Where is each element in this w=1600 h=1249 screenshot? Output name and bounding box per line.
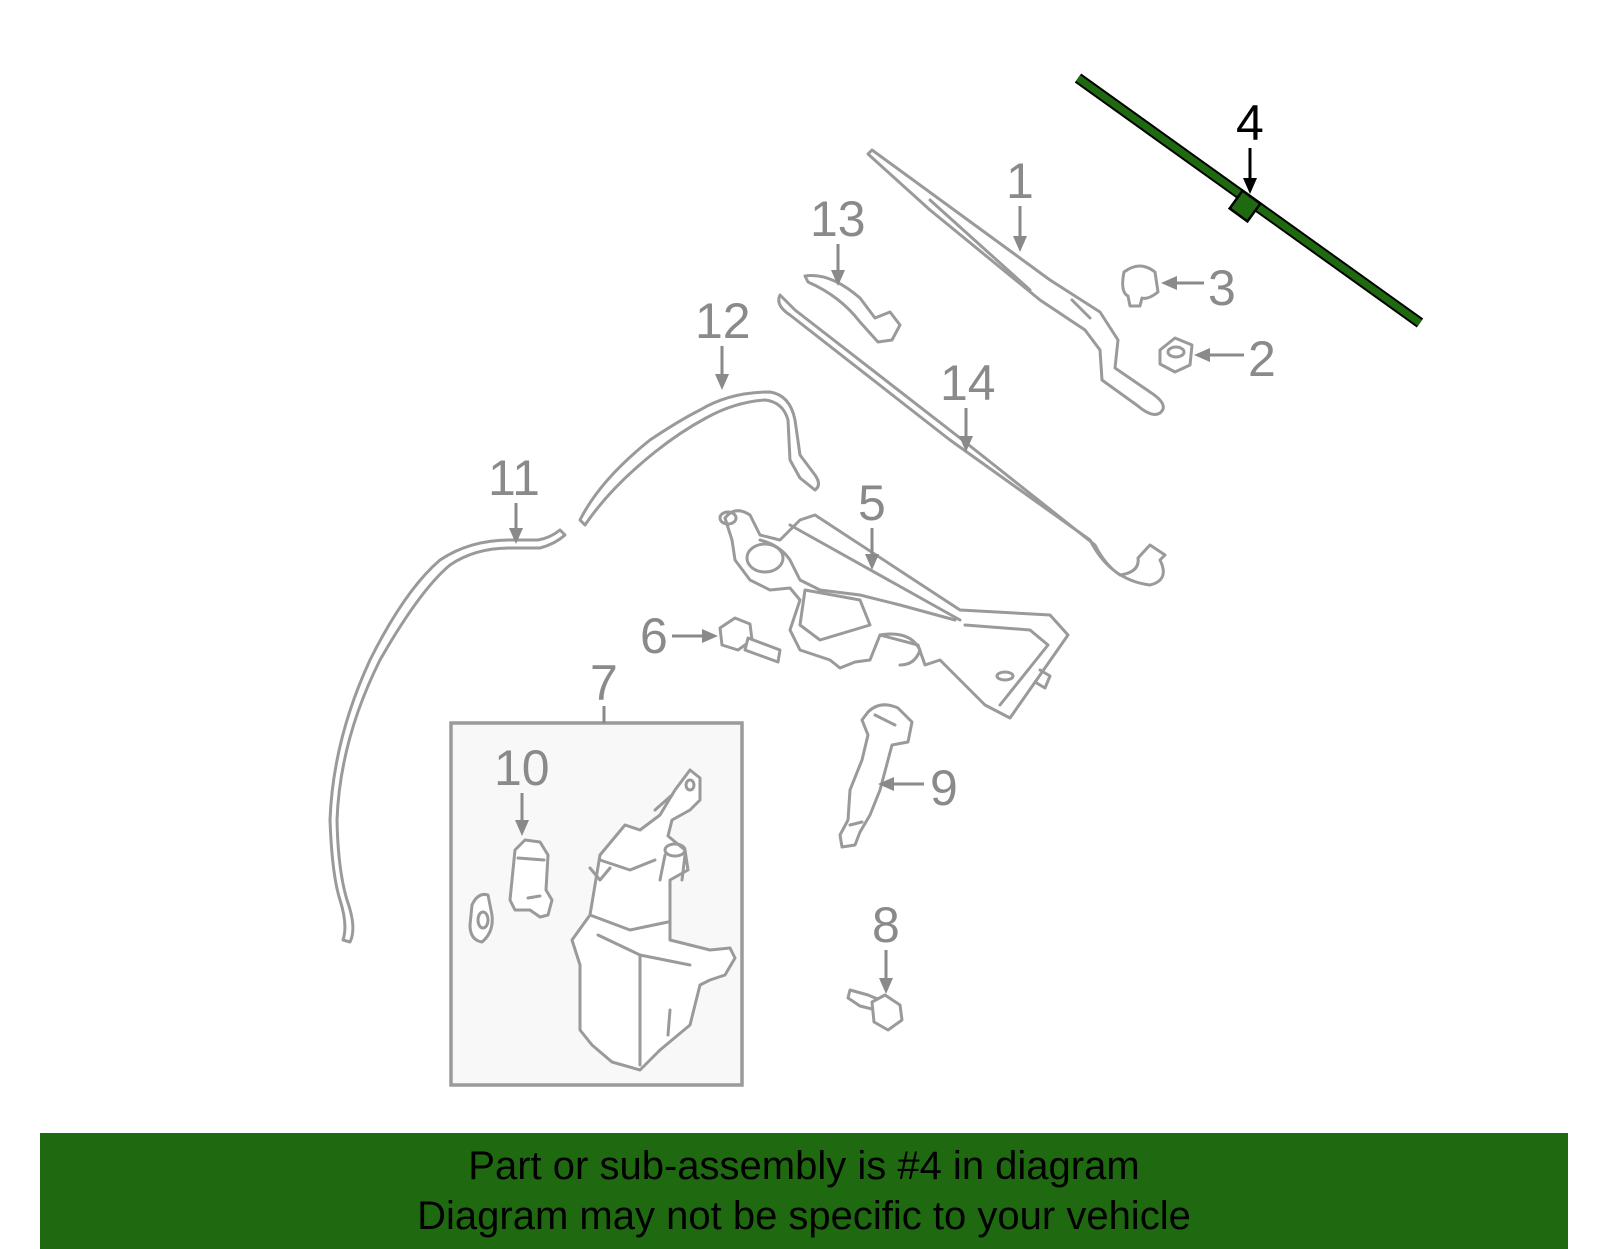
svg-text:6: 6 (640, 608, 668, 664)
part-14-washer-hose[interactable] (777, 293, 1167, 587)
washer-reservoir[interactable] (570, 768, 737, 1072)
svg-text:14: 14 (940, 355, 996, 411)
callout-9: 9 (878, 760, 958, 816)
callout-3: 3 (1161, 260, 1236, 316)
svg-text:2: 2 (1248, 331, 1276, 387)
callout-6: 6 (640, 608, 718, 664)
svg-text:7: 7 (590, 655, 618, 711)
svg-text:1: 1 (1006, 153, 1034, 209)
part-3-nut-cap[interactable] (1121, 264, 1160, 308)
callout-2: 2 (1194, 331, 1276, 387)
callout-7: 7 (590, 655, 618, 723)
callout-5: 5 (858, 475, 886, 570)
svg-text:9: 9 (930, 760, 958, 816)
callout-12: 12 (695, 293, 751, 390)
part-12-washer-hose[interactable] (578, 390, 820, 527)
svg-text:12: 12 (695, 293, 751, 349)
callout-8: 8 (872, 897, 900, 994)
part-2-nut[interactable] (1158, 336, 1194, 374)
part-10-washer-pump[interactable] (508, 838, 554, 919)
part-8-bolt[interactable] (846, 988, 904, 1032)
callout-1: 1 (1006, 153, 1034, 252)
part-11-washer-hose[interactable] (328, 528, 567, 944)
callout-4: 4 (1236, 95, 1264, 194)
svg-text:5: 5 (858, 475, 886, 531)
callout-14: 14 (940, 355, 996, 452)
part-4-wiper-blade[interactable] (1074, 73, 1424, 328)
info-banner: Part or sub-assembly is #4 in diagram Di… (40, 1133, 1568, 1249)
svg-text:3: 3 (1208, 260, 1236, 316)
pump-grommet[interactable] (468, 893, 494, 944)
part-5-wiper-linkage-motor[interactable] (718, 509, 1070, 720)
part-9-washer-nozzle[interactable] (838, 703, 914, 849)
svg-text:8: 8 (872, 897, 900, 953)
part-13-washer-hose[interactable] (803, 273, 902, 344)
callout-11: 11 (488, 450, 540, 544)
callout-10: 10 (494, 740, 550, 836)
banner-line-1: Part or sub-assembly is #4 in diagram (468, 1144, 1140, 1188)
svg-text:11: 11 (488, 450, 540, 506)
svg-text:4: 4 (1236, 95, 1264, 151)
banner-line-2: Diagram may not be specific to your vehi… (417, 1194, 1191, 1238)
svg-text:13: 13 (810, 191, 866, 247)
callout-13: 13 (810, 191, 866, 286)
svg-text:10: 10 (494, 740, 550, 796)
part-7-washer-reservoir-box[interactable] (449, 721, 744, 1087)
part-6-bolt[interactable] (718, 616, 782, 664)
part-1-wiper-arm[interactable] (866, 148, 1165, 416)
